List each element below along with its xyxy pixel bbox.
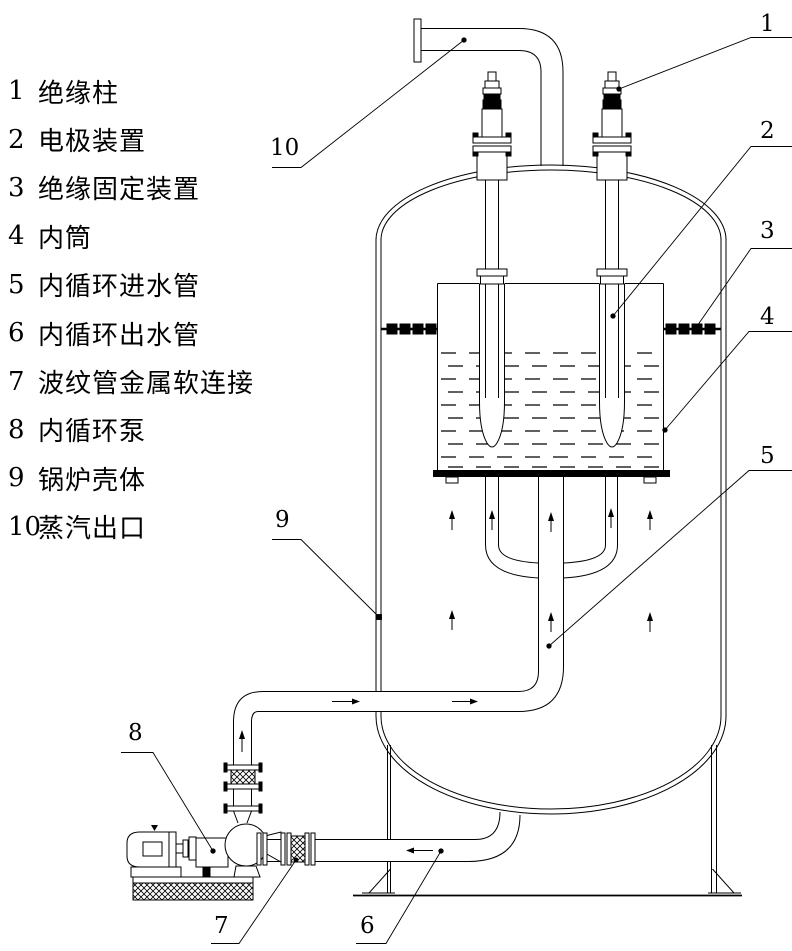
legend-item-label: 内循环出水管 xyxy=(38,320,201,351)
insulator-column-right xyxy=(602,71,622,110)
callout-6: 6 xyxy=(360,913,375,939)
legend-item-number: 10 xyxy=(8,511,42,542)
inner-cylinder xyxy=(433,283,670,484)
callout-3: 3 xyxy=(760,218,775,244)
pump-discharge-pipe xyxy=(233,691,264,806)
legend-item-label: 蒸汽出口 xyxy=(38,514,147,545)
insulator-column-left xyxy=(482,71,502,110)
cylinder-bottom-plate xyxy=(433,470,670,477)
legend-item-number: 1 xyxy=(8,76,25,107)
left-foot-gusset xyxy=(362,868,395,894)
legend-item-label: 绝缘固定装置 xyxy=(38,175,201,206)
flexible-connector-vertical xyxy=(230,769,256,785)
electrode-rod-tip xyxy=(599,283,625,448)
legend-item: 4 内筒 xyxy=(8,212,254,260)
legend-item-number: 6 xyxy=(8,318,25,349)
legend-item-label: 电极装置 xyxy=(38,127,147,158)
legend-item: 8 内循环泵 xyxy=(8,406,254,454)
pump-base-plate xyxy=(132,876,254,884)
outlet-pipe xyxy=(315,811,521,862)
legend: 1 绝缘柱 2 电极装置 3 绝缘固定装置 4 内筒 5 内循环进水管 6 内循环出水管 7… xyxy=(8,67,254,551)
callout-7: 7 xyxy=(214,913,229,939)
legend-item-number: 7 xyxy=(8,366,25,397)
circulation-pump xyxy=(126,691,316,901)
pump-motor xyxy=(126,825,182,878)
electrode-rod-tip xyxy=(479,283,505,448)
support-skirt xyxy=(353,745,742,897)
electrode-assembly-right xyxy=(592,71,632,448)
right-foot-gusset xyxy=(708,868,741,894)
fixing-device-left xyxy=(381,323,437,335)
up-arrows xyxy=(239,508,653,752)
legend-item-label: 锅炉壳体 xyxy=(38,465,147,496)
legend-item-label: 内循环进水管 xyxy=(38,272,201,303)
motor-eyebolt xyxy=(151,825,158,831)
callout-8: 8 xyxy=(128,720,143,746)
horizontal-arrows xyxy=(332,698,478,854)
steam-outlet-flange xyxy=(413,18,422,63)
legend-item: 7 波纹管金属软连接 xyxy=(8,357,254,405)
legend-item-number: 4 xyxy=(8,221,25,252)
water-level-dashes xyxy=(441,352,660,468)
callout-9: 9 xyxy=(275,507,290,533)
legend-item-number: 3 xyxy=(8,172,25,203)
legend-item-number: 5 xyxy=(8,269,25,300)
legend-item: 2 电极装置 xyxy=(8,115,254,163)
callout-5: 5 xyxy=(760,443,775,469)
callout-2: 2 xyxy=(760,118,775,144)
legend-item: 9 锅炉壳体 xyxy=(8,454,254,502)
callout-10: 10 xyxy=(270,135,300,161)
boiler-shell xyxy=(375,164,727,815)
legend-item: 6 内循环出水管 xyxy=(8,309,254,357)
callout-4: 4 xyxy=(760,304,775,330)
pump-foundation xyxy=(132,882,254,901)
legend-item-number: 2 xyxy=(8,124,25,155)
legend-item-label: 内循环泵 xyxy=(38,417,147,448)
legend-item-label: 内筒 xyxy=(38,223,93,254)
legend-item-label: 波纹管金属软连接 xyxy=(38,369,255,400)
legend-item: 3 绝缘固定装置 xyxy=(8,164,254,212)
legend-item: 1 绝缘柱 xyxy=(8,67,254,115)
legend-item-number: 8 xyxy=(8,414,25,445)
electrode-assembly-left xyxy=(472,71,512,448)
inlet-pipe xyxy=(258,477,618,712)
callout-1: 1 xyxy=(760,11,775,37)
legend-item: 5 内循环进水管 xyxy=(8,261,254,309)
steam-outlet-pipe xyxy=(413,18,564,166)
legend-item-number: 9 xyxy=(8,463,25,494)
leader-lines xyxy=(121,37,792,944)
flexible-connector-horizontal xyxy=(290,835,306,863)
legend-item-label: 绝缘柱 xyxy=(38,78,120,109)
flow-arrows xyxy=(239,508,653,854)
